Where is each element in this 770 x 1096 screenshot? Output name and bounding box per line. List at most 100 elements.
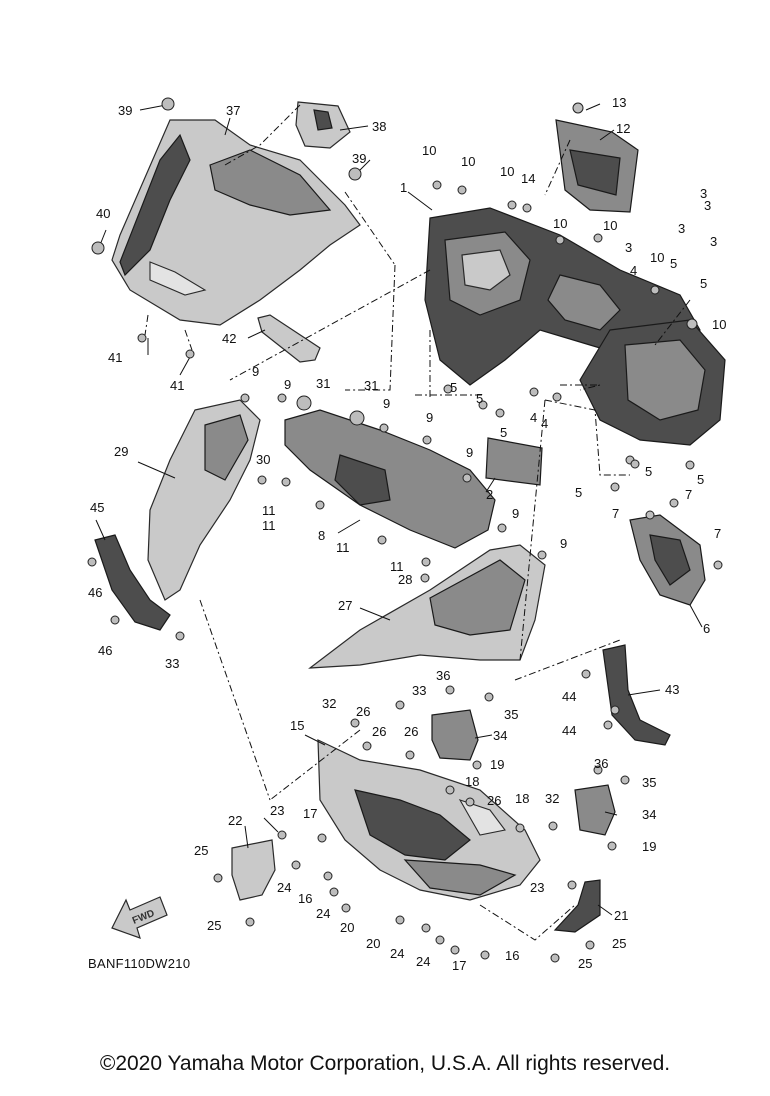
- callout-7: 7: [714, 526, 721, 541]
- callout-26: 26: [404, 724, 418, 739]
- assembly-lines: [144, 104, 691, 941]
- callout-41: 41: [170, 378, 184, 393]
- callout-8: 8: [318, 528, 325, 543]
- callout-7: 7: [612, 506, 619, 521]
- callout-34: 34: [493, 728, 507, 743]
- callout-45: 45: [90, 500, 104, 515]
- callout-5: 5: [500, 425, 507, 440]
- part-15-front-grille: [317, 739, 541, 901]
- callout-42: 42: [222, 331, 236, 346]
- callout-17: 17: [303, 806, 317, 821]
- callout-4: 4: [541, 416, 548, 431]
- callout-18: 18: [465, 774, 479, 789]
- callout-46: 46: [88, 585, 102, 600]
- copyright-notice: ©2020 Yamaha Motor Corporation, U.S.A. A…: [99, 1052, 671, 1075]
- callout-10: 10: [553, 216, 567, 231]
- callout-19: 19: [642, 839, 656, 854]
- exploded-parts-diagram: FWD BANF110DW210 39 37 38 39 40 41 41 42…: [87, 95, 726, 973]
- callout-27: 27: [338, 598, 352, 613]
- callout-26: 26: [487, 793, 501, 808]
- callout-46: 46: [98, 643, 112, 658]
- callout-10: 10: [500, 164, 514, 179]
- part-2-panel: [485, 437, 543, 486]
- callout-7: 7: [685, 487, 692, 502]
- callout-25: 25: [612, 936, 626, 951]
- callout-3: 3: [710, 234, 717, 249]
- callout-43: 43: [665, 682, 679, 697]
- callout-9: 9: [383, 396, 390, 411]
- callout-10: 10: [712, 317, 726, 332]
- part-42-strip: [257, 314, 321, 363]
- callout-37: 37: [226, 103, 240, 118]
- callout-25: 25: [207, 918, 221, 933]
- callout-39: 39: [352, 151, 366, 166]
- callout-4: 4: [630, 263, 637, 278]
- callout-44: 44: [562, 689, 576, 704]
- callout-32: 32: [322, 696, 336, 711]
- part-22-lower-guard: [231, 839, 276, 901]
- callout-44: 44: [562, 723, 576, 738]
- callout-19: 19: [490, 757, 504, 772]
- callout-14: 14: [521, 171, 535, 186]
- callout-24: 24: [390, 946, 404, 961]
- callout-9: 9: [466, 445, 473, 460]
- diagram-code: BANF110DW210: [88, 956, 190, 971]
- callout-12: 12: [616, 121, 630, 136]
- callout-3: 3: [625, 240, 632, 255]
- part-21-lower-guard: [553, 879, 601, 933]
- callout-24: 24: [316, 906, 330, 921]
- callout-24: 24: [277, 880, 291, 895]
- callout-6: 6: [703, 621, 710, 636]
- callout-15: 15: [290, 718, 304, 733]
- callout-35: 35: [642, 775, 656, 790]
- callout-2: 2: [486, 487, 493, 502]
- part-38-emblem: [295, 101, 351, 149]
- fwd-arrow-icon: FWD: [111, 896, 168, 939]
- callout-33: 33: [165, 656, 179, 671]
- callout-5: 5: [697, 472, 704, 487]
- part-34-bracket-lower: [574, 784, 616, 836]
- callout-35: 35: [504, 707, 518, 722]
- callout-1: 1: [400, 180, 407, 195]
- callout-25: 25: [194, 843, 208, 858]
- callout-9: 9: [512, 506, 519, 521]
- part-6-cover: [629, 514, 706, 606]
- callout-10: 10: [603, 218, 617, 233]
- part-34-bracket-upper: [431, 709, 479, 761]
- callout-5: 5: [450, 380, 457, 395]
- callout-38: 38: [372, 119, 386, 134]
- part-43-right-trim: [602, 644, 671, 746]
- callout-9: 9: [252, 364, 259, 379]
- callout-21: 21: [614, 908, 628, 923]
- callout-10: 10: [422, 143, 436, 158]
- callout-20: 20: [366, 936, 380, 951]
- part-37-hood: [111, 119, 361, 326]
- callout-31: 31: [364, 378, 378, 393]
- callout-36: 36: [436, 668, 450, 683]
- callout-11: 11: [390, 559, 404, 574]
- callout-3: 3: [678, 221, 685, 236]
- callout-5: 5: [575, 485, 582, 500]
- callout-30: 30: [256, 452, 270, 467]
- callout-17: 17: [452, 958, 466, 973]
- callout-9: 9: [284, 377, 291, 392]
- callout-4: 4: [530, 410, 537, 425]
- callout-labels: 39 37 38 39 40 41 41 42 1 10 10 10 14 10…: [88, 95, 726, 973]
- callout-26: 26: [372, 724, 386, 739]
- callout-11: 11: [336, 540, 350, 555]
- fasteners: [87, 97, 723, 963]
- part-8-console: [284, 409, 496, 549]
- callout-9: 9: [560, 536, 567, 551]
- callout-leaders: [95, 103, 703, 916]
- callout-34: 34: [642, 807, 656, 822]
- callout-5: 5: [670, 256, 677, 271]
- part-27-right-fender: [308, 544, 546, 669]
- callout-5: 5: [700, 276, 707, 291]
- callout-41: 41: [108, 350, 122, 365]
- callout-23: 23: [530, 880, 544, 895]
- part-12-door: [555, 119, 639, 213]
- callout-13: 13: [612, 95, 626, 110]
- callout-20: 20: [340, 920, 354, 935]
- callout-24: 24: [416, 954, 430, 969]
- callout-32: 32: [545, 791, 559, 806]
